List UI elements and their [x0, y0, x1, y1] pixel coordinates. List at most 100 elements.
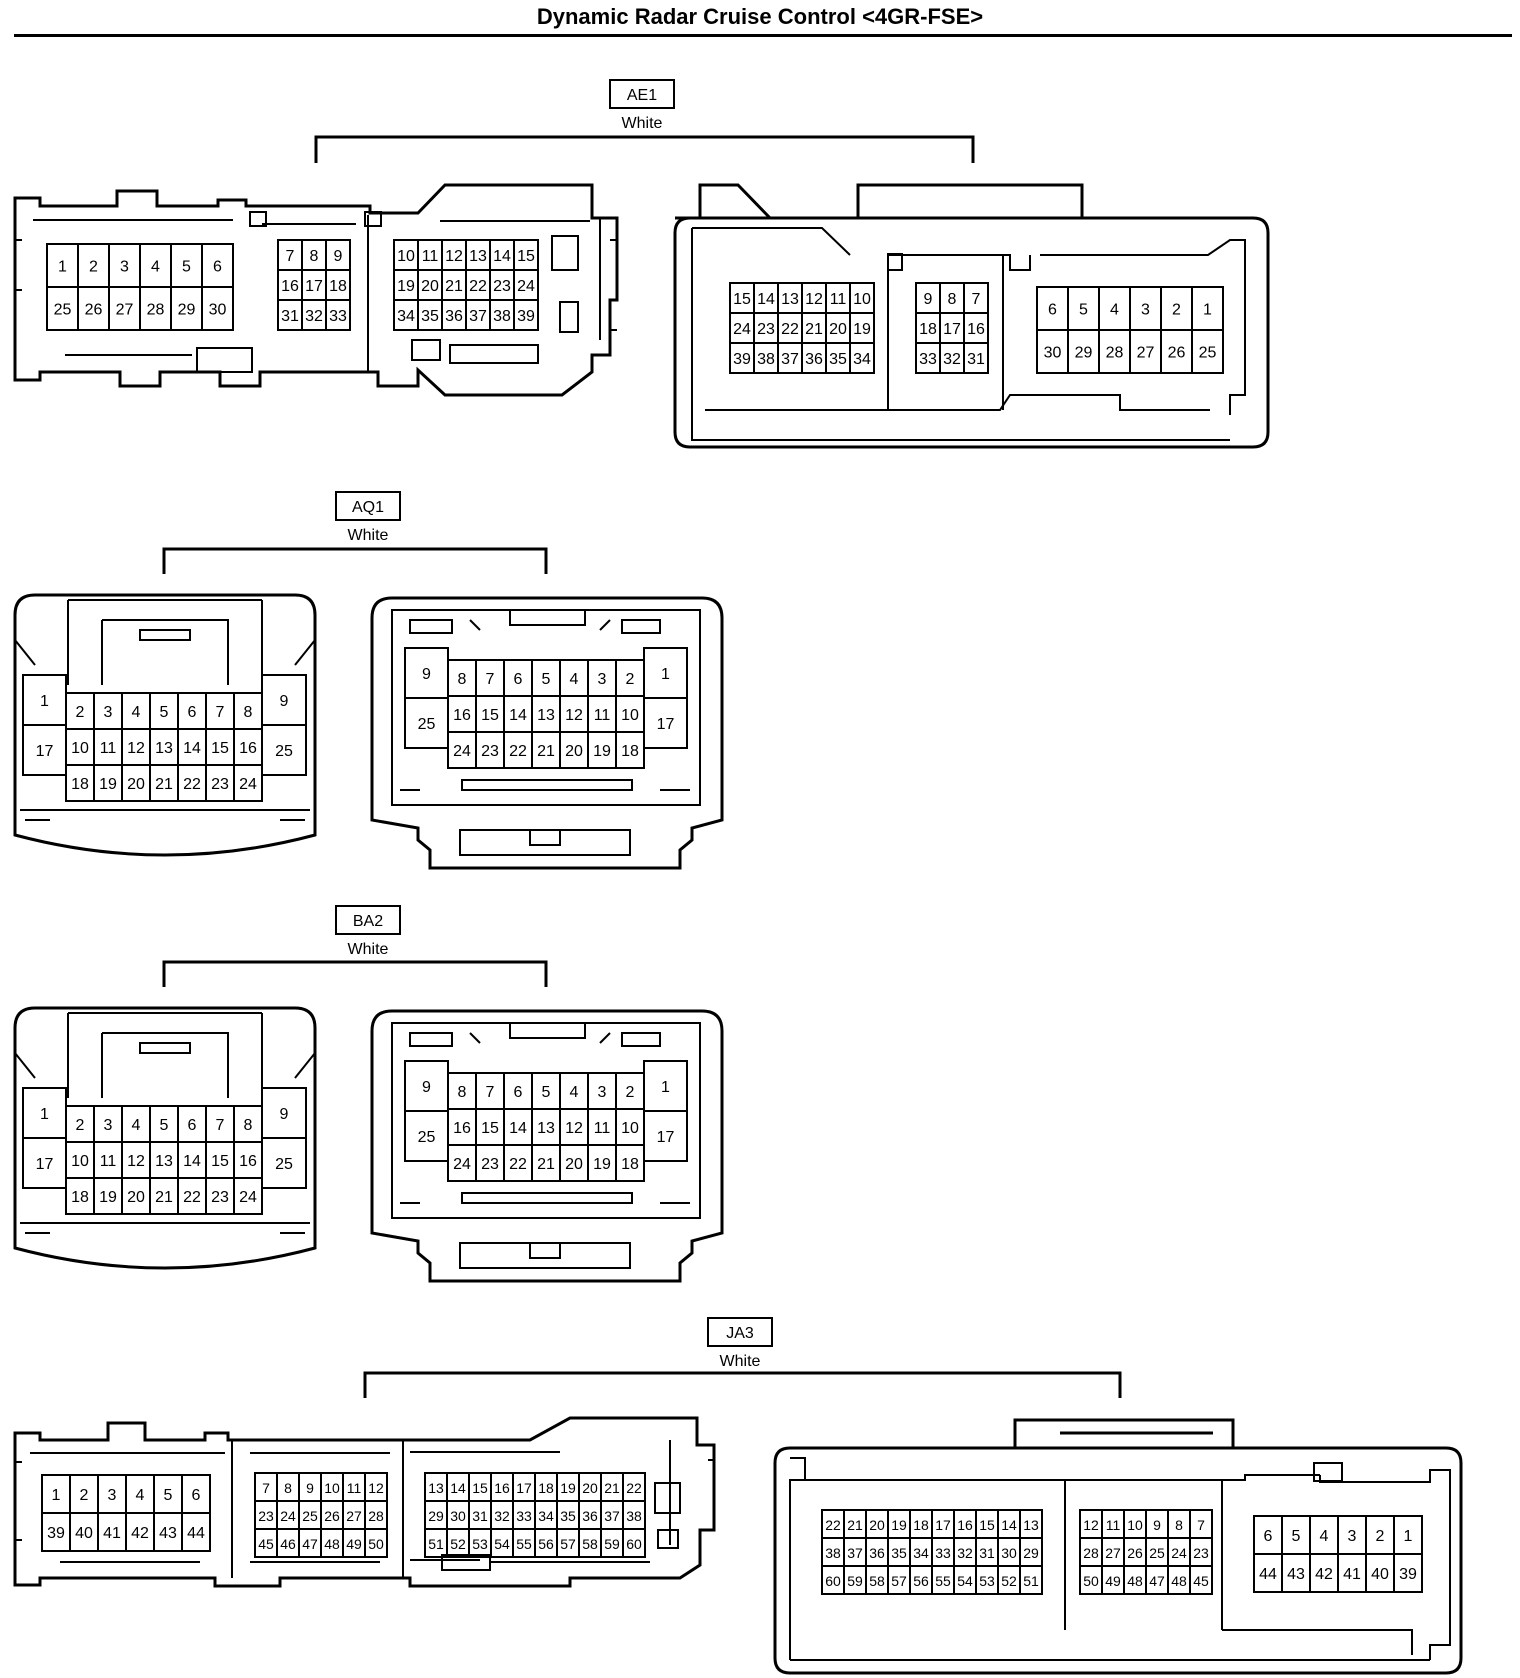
- pin-number: 39: [733, 351, 751, 368]
- pin-number: 25: [1199, 345, 1217, 362]
- pin-number: 49: [346, 1536, 362, 1552]
- pin-cell: [643, 697, 688, 749]
- pin-number: 3: [108, 1487, 117, 1504]
- pin-number: 23: [211, 1189, 229, 1206]
- pin-cell: [201, 286, 234, 331]
- connector-aq1: [13, 491, 724, 870]
- aq1-code-box: [335, 491, 401, 521]
- pin-number: 4: [151, 259, 160, 276]
- pin-number: 25: [1149, 1545, 1165, 1561]
- pin-number: 20: [869, 1517, 885, 1533]
- pin-number: 36: [445, 308, 463, 325]
- pin-number: 44: [187, 1525, 205, 1542]
- pin-number: 3: [1141, 302, 1150, 319]
- pin-number: 56: [913, 1573, 929, 1589]
- pin-number: 2: [76, 1117, 85, 1134]
- pin-number: 22: [469, 278, 487, 295]
- pin-number: 7: [486, 1084, 495, 1101]
- pin-number: 15: [472, 1480, 488, 1496]
- pin-number: 60: [825, 1573, 841, 1589]
- pin-number: 17: [305, 278, 323, 295]
- pin-number: 22: [183, 776, 201, 793]
- pin-number: 29: [178, 302, 196, 319]
- pin-number: 25: [418, 716, 436, 733]
- pin-number: 25: [275, 1156, 293, 1173]
- pin-number: 14: [183, 740, 201, 757]
- connector-code: JA3: [726, 1325, 754, 1342]
- pin-number: 23: [211, 776, 229, 793]
- pin-cell: [364, 1528, 388, 1558]
- pin-number: 48: [1171, 1573, 1187, 1589]
- pin-number: 3: [104, 704, 113, 721]
- pin-number: 27: [116, 302, 134, 319]
- pin-number: 14: [183, 1153, 201, 1170]
- pin-number: 10: [1127, 1517, 1143, 1533]
- pin-number: 14: [509, 1120, 527, 1137]
- pin-number: 7: [286, 248, 295, 265]
- pin-number: 5: [160, 704, 169, 721]
- pin-number: 30: [1044, 345, 1062, 362]
- pin-number: 16: [957, 1517, 973, 1533]
- pin-number: 24: [239, 1189, 257, 1206]
- pin-number: 52: [450, 1536, 466, 1552]
- pin-number: 30: [1001, 1545, 1017, 1561]
- pin-number: 19: [853, 321, 871, 338]
- pin-number: 11: [594, 707, 611, 724]
- pin-number: 26: [1127, 1545, 1143, 1561]
- pin-number: 16: [494, 1480, 510, 1496]
- pin-number: 27: [346, 1508, 362, 1524]
- pin-number: 17: [36, 743, 54, 760]
- connector-color: White: [720, 1353, 761, 1370]
- pin-number: 17: [516, 1480, 532, 1496]
- pin-number: 43: [1287, 1566, 1305, 1583]
- pin-number: 20: [565, 1156, 583, 1173]
- pin-number: 34: [913, 1545, 929, 1561]
- pin-number: 4: [132, 704, 141, 721]
- pin-number: 19: [560, 1480, 576, 1496]
- pin-number: 6: [213, 259, 222, 276]
- pin-number: 16: [453, 707, 471, 724]
- pin-number: 10: [853, 291, 871, 308]
- pin-number: 39: [517, 308, 535, 325]
- pin-number: 13: [781, 291, 799, 308]
- pin-number: 22: [626, 1480, 642, 1496]
- pin-number: 16: [453, 1120, 471, 1137]
- pin-number: 50: [368, 1536, 384, 1552]
- pin-number: 27: [1137, 345, 1155, 362]
- pin-number: 10: [71, 740, 89, 757]
- pin-number: 46: [280, 1536, 296, 1552]
- pin-number: 3: [1348, 1528, 1357, 1545]
- pin-number: 16: [967, 321, 985, 338]
- pin-number: 4: [1110, 302, 1119, 319]
- pin-number: 51: [1023, 1573, 1039, 1589]
- pin-number: 15: [211, 740, 229, 757]
- pin-number: 42: [131, 1525, 149, 1542]
- pin-cell: [513, 299, 539, 331]
- pin-number: 15: [979, 1517, 995, 1533]
- pin-number: 58: [869, 1573, 885, 1589]
- pin-number: 48: [324, 1536, 340, 1552]
- pin-number: 8: [310, 248, 319, 265]
- pin-number: 15: [733, 291, 751, 308]
- pin-number: 32: [494, 1508, 510, 1524]
- pin-number: 37: [847, 1545, 863, 1561]
- pin-number: 45: [1193, 1573, 1209, 1589]
- pin-number: 14: [493, 248, 511, 265]
- pin-number: 44: [1259, 1566, 1277, 1583]
- pin-number: 10: [71, 1153, 89, 1170]
- pin-number: 2: [76, 704, 85, 721]
- pin-number: 27: [1105, 1545, 1121, 1561]
- pin-number: 8: [1175, 1517, 1183, 1533]
- pin-number: 24: [453, 1156, 471, 1173]
- pin-number: 57: [891, 1573, 907, 1589]
- pin-number: 17: [36, 1156, 54, 1173]
- pin-number: 13: [1023, 1517, 1039, 1533]
- pin-number: 34: [397, 308, 415, 325]
- pin-number: 4: [570, 671, 579, 688]
- pin-number: 9: [422, 1079, 431, 1096]
